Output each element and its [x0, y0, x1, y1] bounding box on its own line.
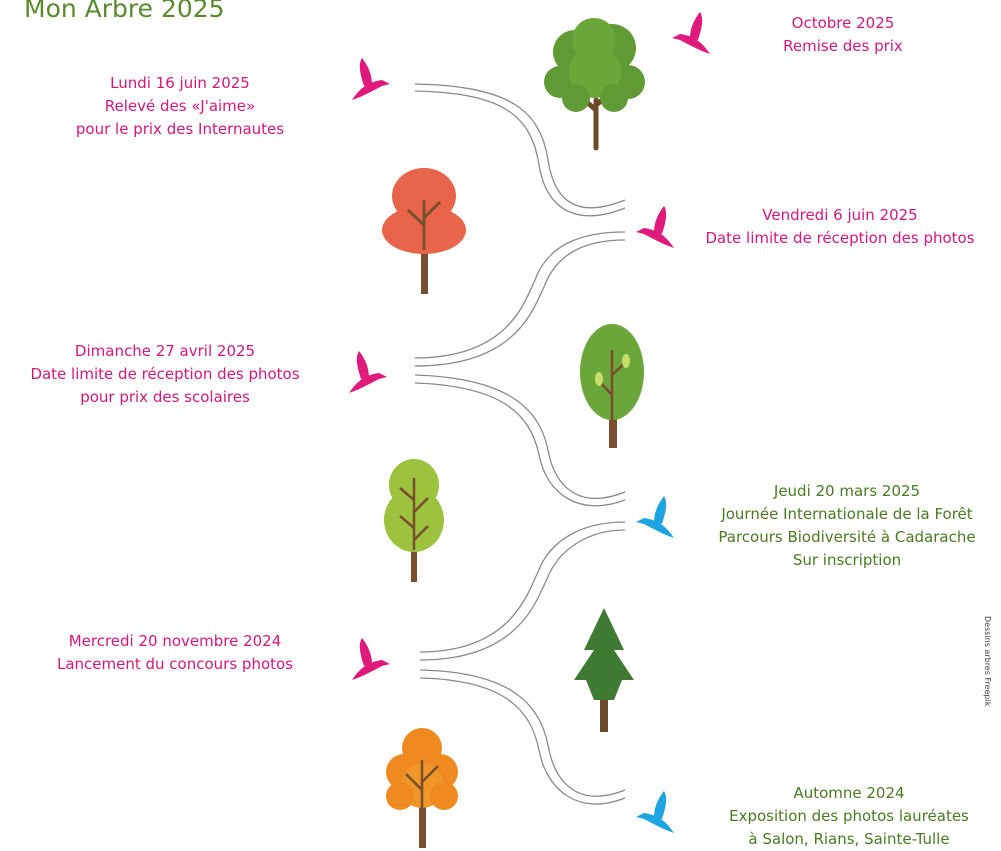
- event-line: Date limite de réception des photos: [30, 365, 300, 383]
- oval-green-tree: [580, 324, 644, 448]
- red-autumn-tree: [382, 168, 466, 294]
- event-line: Mercredi 20 novembre 2024: [68, 632, 282, 650]
- connector-3: [414, 374, 626, 507]
- event-line: Automne 2024: [793, 784, 905, 802]
- event-vendredi-6-juin-2025: Vendredi 6 juin 2025 Date limite de réce…: [684, 204, 996, 250]
- event-line: Date limite de réception des photos: [705, 229, 975, 247]
- event-line: Lancement du concours photos: [56, 655, 293, 673]
- connector-1: [414, 83, 626, 217]
- bird-icon: [636, 206, 674, 248]
- fir-tree: [574, 608, 634, 732]
- event-line: Octobre 2025: [791, 14, 895, 32]
- event-line: Dimanche 27 avril 2025: [74, 342, 256, 360]
- orange-tree: [386, 728, 458, 848]
- event-line: Parcours Biodiversité à Cadarache: [718, 528, 976, 546]
- connector-4: [419, 521, 626, 661]
- image-credit: Dessins arbres Freepik: [983, 616, 992, 707]
- event-octobre-2025: Octobre 2025 Remise des prix: [708, 12, 978, 58]
- event-line: pour le prix des Internautes: [75, 120, 285, 138]
- event-line: Relevé des «J'aime»: [104, 97, 256, 115]
- event-line: Journée Internationale de la Forêt: [721, 505, 973, 523]
- event-lundi-16-juin-2025: Lundi 16 juin 2025 Relevé des «J'aime» p…: [20, 72, 340, 141]
- event-dimanche-27-avril-2025: Dimanche 27 avril 2025 Date limite de ré…: [4, 340, 326, 409]
- connector-2: [414, 231, 626, 367]
- bird-icon: [349, 351, 387, 393]
- event-jeudi-20-mars-2025: Jeudi 20 mars 2025 Journée International…: [696, 480, 998, 572]
- event-mercredi-20-novembre-2024: Mercredi 20 novembre 2024 Lancement du c…: [30, 630, 320, 676]
- timeline-connectors: [414, 83, 626, 805]
- event-line: Vendredi 6 juin 2025: [762, 206, 918, 224]
- event-line: Lundi 16 juin 2025: [110, 74, 250, 92]
- page-title: Mon Arbre 2025: [24, 0, 225, 23]
- bird-icon: [352, 638, 390, 680]
- event-line: à Salon, Rians, Sainte-Tulle: [748, 830, 950, 848]
- event-line: Remise des prix: [783, 37, 903, 55]
- connector-5: [419, 669, 626, 805]
- event-automne-2024: Automne 2024 Exposition des photos lauré…: [706, 782, 992, 851]
- bird-icon: [672, 12, 710, 54]
- round-green-tree: [544, 18, 645, 151]
- bird-icon: [636, 496, 674, 538]
- event-line: Jeudi 20 mars 2025: [773, 482, 921, 500]
- event-line: pour prix des scolaires: [80, 388, 250, 406]
- event-line: Sur inscription: [792, 551, 902, 569]
- light-green-tree: [384, 459, 444, 582]
- bird-icon: [636, 791, 674, 833]
- event-line: Exposition des photos lauréates: [729, 807, 969, 825]
- bird-icon: [352, 58, 390, 100]
